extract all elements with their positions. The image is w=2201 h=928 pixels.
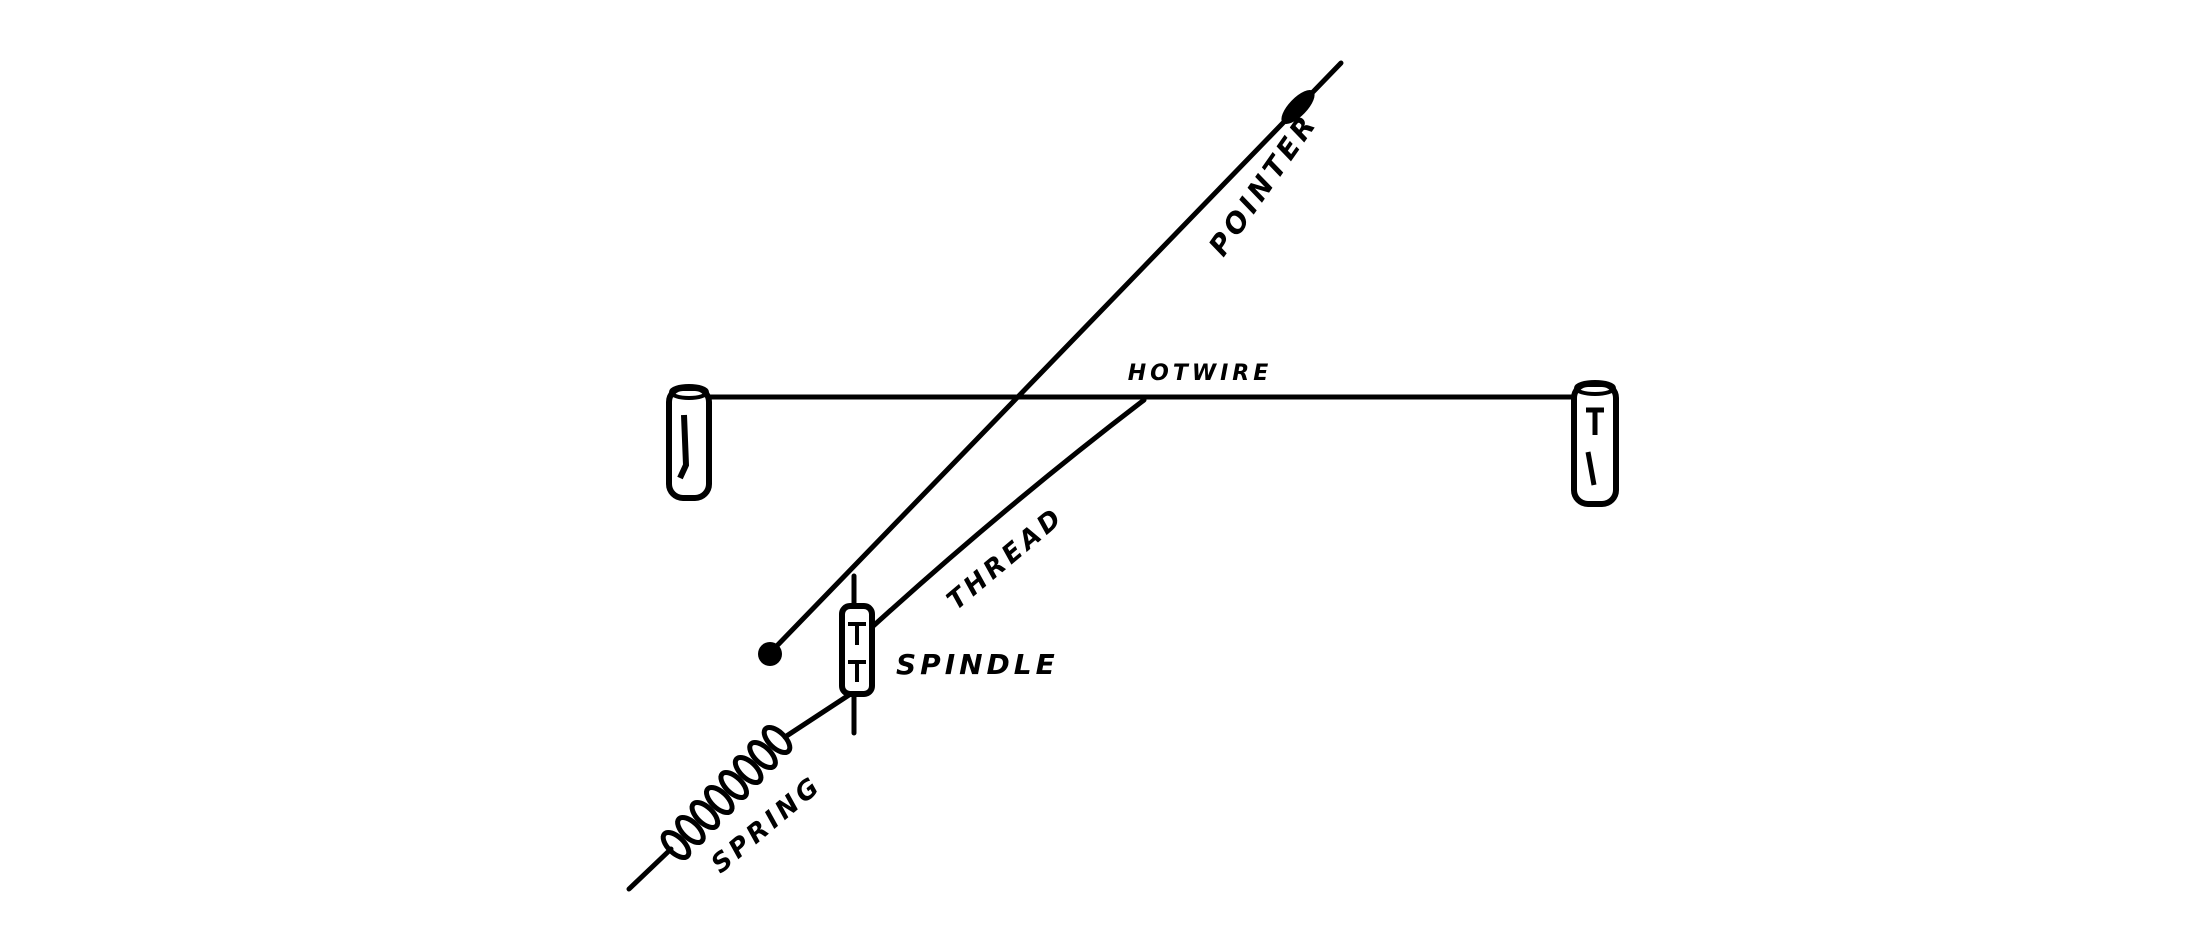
spring-coil	[761, 724, 793, 756]
right-terminal-post	[1571, 380, 1619, 507]
spindle-label: SPINDLE	[896, 648, 1059, 681]
thread-label: THREAD	[941, 501, 1070, 616]
left-terminal-post	[666, 384, 712, 501]
thread-line	[856, 397, 1147, 642]
spring	[626, 692, 852, 892]
spring-coil	[689, 799, 721, 831]
pointer-tip	[1281, 89, 1315, 125]
pointer	[758, 60, 1344, 666]
spring-coil	[660, 829, 692, 861]
spring-coil	[704, 784, 735, 816]
pointer-counterweight	[758, 642, 782, 666]
hotwire-label: HOTWIRE	[1128, 361, 1273, 386]
spring-coil	[747, 739, 778, 771]
pointer-line	[766, 60, 1344, 657]
spring-coil	[718, 769, 749, 801]
spindle	[839, 573, 875, 736]
spring-coil	[675, 814, 706, 846]
spring-coil	[732, 754, 764, 786]
